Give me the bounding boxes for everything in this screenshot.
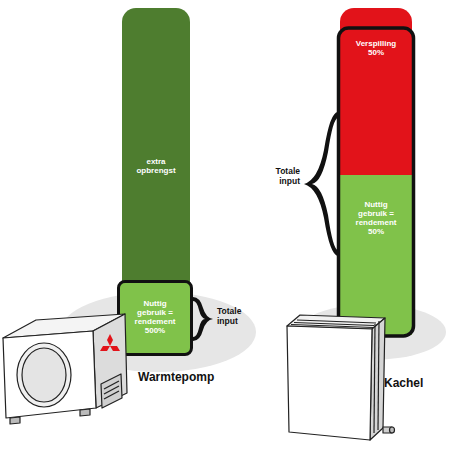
bar-text: Nuttig gebruik = rendement 500%	[130, 300, 180, 336]
bracket-label: Totale input	[217, 307, 247, 327]
bar-text: extra opbrengst	[131, 158, 181, 176]
waste-band: Verspilling 50%	[340, 8, 412, 175]
heater-unit	[287, 315, 395, 440]
bracket	[193, 297, 213, 341]
heat-pump-unit	[3, 314, 127, 424]
device-name: Kachel	[384, 377, 446, 391]
device-name: Warmtepomp	[138, 371, 238, 385]
useful-band: Nuttig gebruik = rendement 50%	[340, 175, 412, 335]
mitsubishi-logo	[100, 334, 120, 351]
bar-text: Verspilling 50%	[351, 40, 401, 58]
useful-box: Nuttig gebruik = rendement 500%	[117, 280, 193, 356]
bar-text: Nuttig gebruik = rendement 50%	[351, 201, 401, 237]
bracket	[304, 112, 338, 256]
bracket-label: Totale input	[270, 167, 300, 187]
